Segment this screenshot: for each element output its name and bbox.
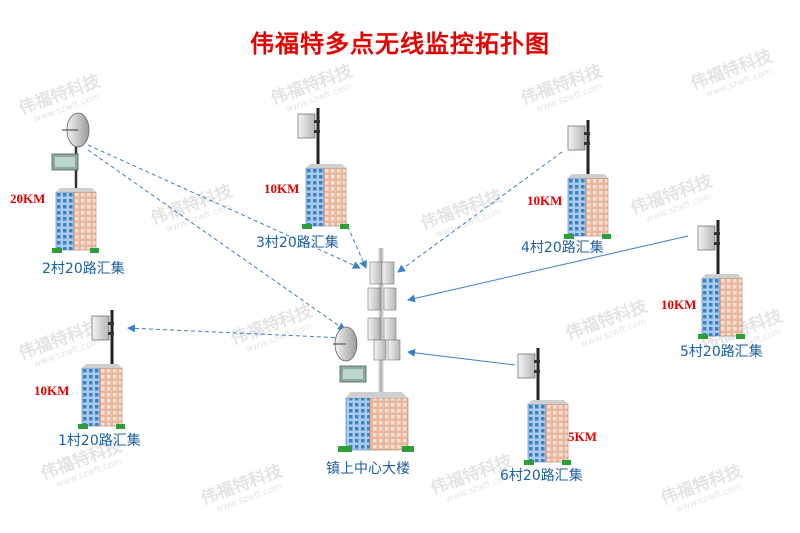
link-village5-to-center bbox=[407, 235, 689, 303]
panel-antenna-icon bbox=[296, 106, 322, 172]
link-village2-to-center-dish bbox=[87, 149, 346, 331]
node-label-village1: 1村20路汇集 bbox=[58, 433, 141, 449]
distance-label-village2: 20KM bbox=[10, 191, 46, 206]
node-label-village3: 3村20路汇集 bbox=[256, 235, 339, 251]
village6-site bbox=[516, 346, 572, 466]
distance-label-village4: 10KM bbox=[527, 193, 563, 208]
building-icon bbox=[563, 173, 612, 240]
building-icon bbox=[77, 363, 126, 430]
node-label-village2: 2村20路汇集 bbox=[42, 261, 125, 277]
distance-label-village6: 5KM bbox=[568, 429, 597, 444]
village2-site bbox=[51, 112, 100, 254]
village5-site bbox=[696, 218, 746, 340]
building-icon bbox=[51, 187, 100, 254]
center-site bbox=[333, 248, 414, 452]
sector-antenna-icon bbox=[367, 261, 401, 361]
village4-site bbox=[563, 118, 612, 240]
distance-label-village5: 10KM bbox=[661, 297, 697, 312]
panel-antenna-icon bbox=[90, 308, 116, 374]
building-icon bbox=[301, 163, 350, 230]
distance-label-village1: 10KM bbox=[34, 383, 70, 398]
building-icon bbox=[523, 399, 572, 466]
building-icon bbox=[338, 392, 414, 452]
village3-site bbox=[296, 106, 350, 230]
node-label-village5: 5村20路汇集 bbox=[680, 344, 763, 360]
node-label-village6: 6村20路汇集 bbox=[500, 468, 583, 484]
link-village6-to-center bbox=[407, 348, 516, 366]
link-village4-to-center bbox=[397, 151, 563, 273]
node-label-village4: 4村20路汇集 bbox=[521, 240, 604, 256]
panel-antenna-icon bbox=[566, 118, 592, 184]
diagram-title: 伟福特多点无线监控拓扑图 bbox=[250, 30, 550, 58]
panel-antenna-icon bbox=[696, 218, 722, 284]
link-village2-to-center bbox=[87, 144, 361, 269]
distance-label-village3: 10KM bbox=[264, 181, 300, 196]
link-village1-to-center bbox=[127, 327, 346, 342]
node-label-center: 镇上中心大楼 bbox=[326, 461, 410, 477]
village1-site bbox=[77, 308, 126, 430]
building-icon bbox=[697, 273, 746, 340]
